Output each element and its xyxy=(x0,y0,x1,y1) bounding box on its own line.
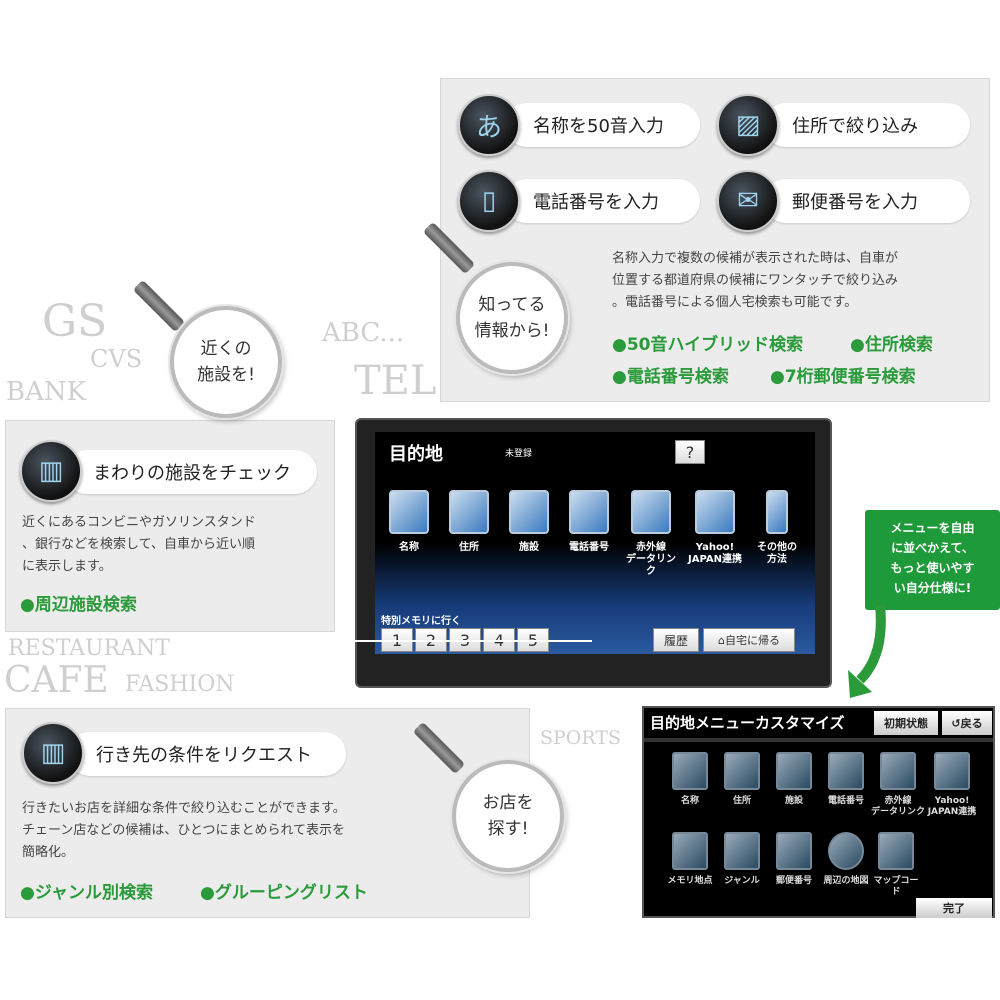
custom-item[interactable]: メモリ地点 xyxy=(664,832,716,887)
custom-item[interactable]: 住所 xyxy=(716,752,768,807)
home-icon: ⌂ xyxy=(718,633,725,647)
kana-icon: あ xyxy=(458,94,520,156)
lens-text: 近くの xyxy=(200,339,252,359)
pill-name-input: 名称を50音入力 xyxy=(505,103,700,147)
destination-screen: 目的地 未登録 ? 名称 住所 施設 電話番号 赤外線 データリンク Yahoo… xyxy=(375,432,815,654)
callout-line: に並べかえて、 xyxy=(891,541,974,555)
screen-subtitle: 未登録 xyxy=(505,449,533,459)
desc-line: 簡略化。 xyxy=(22,845,75,860)
menu-yahoo[interactable]: Yahoo! JAPAN連携 xyxy=(687,490,743,566)
screen-title: 目的地 xyxy=(389,444,443,465)
navigation-unit: 目的地 未登録 ? 名称 住所 施設 電話番号 赤外線 データリンク Yahoo… xyxy=(355,418,832,688)
magnifier-known-info: 知ってる情報から! xyxy=(456,262,568,374)
feature-phone: ●電話番号検索 xyxy=(612,367,729,387)
pointer-line xyxy=(342,640,592,642)
menu-facility[interactable]: 施設 xyxy=(503,490,555,554)
bg-word-cvs: CVS xyxy=(90,345,143,373)
curved-arrow-icon xyxy=(848,604,886,698)
done-button[interactable]: 完了 xyxy=(916,898,992,918)
help-button[interactable]: ? xyxy=(675,440,705,464)
menu-infrared[interactable]: 赤外線 データリンク xyxy=(623,490,679,578)
back-icon: ↺ xyxy=(951,716,961,730)
request-description: 行きたいお店を詳細な条件で絞り込むことができます。 チェーン店などの候補は、ひと… xyxy=(22,798,442,864)
pill-phone: 電話番号を入力 xyxy=(505,179,700,223)
custom-item[interactable]: 施設 xyxy=(768,752,820,807)
desc-line: チェーン店などの候補は、ひとつにまとめられて表示を xyxy=(22,823,346,838)
bg-word-tel: TEL xyxy=(354,358,437,404)
lens-text: 情報から! xyxy=(474,321,550,341)
map-icon: ▨ xyxy=(717,94,779,156)
feature-50on: ●50音ハイブリッド検索 xyxy=(612,335,804,355)
lens-text: お店を xyxy=(482,793,534,813)
custom-item[interactable]: Yahoo! JAPAN連携 xyxy=(924,752,980,818)
custom-item[interactable]: 赤外線 データリンク xyxy=(870,752,926,818)
desc-line: 近くにあるコンビニやガソリンスタンド xyxy=(22,515,256,530)
feature-genre: ●ジャンル別検索 xyxy=(20,883,153,903)
reset-button[interactable]: 初期状態 xyxy=(874,711,938,735)
menu-phone[interactable]: 電話番号 xyxy=(563,490,615,554)
bg-word-bank: BANK xyxy=(6,377,87,407)
back-button[interactable]: ↺戻る xyxy=(942,711,992,735)
top-description: 名称入力で複数の候補が表示された時は、自車が 位置する都道府県の候補にワンタッチ… xyxy=(612,248,982,314)
nearby-description: 近くにあるコンビニやガソリンスタンド 、銀行などを検索して、自車から近い順 に表… xyxy=(22,512,332,578)
feature-postal: ●7桁郵便番号検索 xyxy=(770,367,916,387)
lens-text: 知ってる xyxy=(478,295,546,315)
bg-word-abc: ABC... xyxy=(322,318,405,348)
desc-line: 。電話番号による個人宅検索も可能です。 xyxy=(612,295,858,310)
bg-word-sports: SPORTS xyxy=(540,727,622,749)
pill-nearby: まわりの施設をチェック xyxy=(65,450,317,494)
desc-line: 位置する都道府県の候補にワンタッチで絞り込み xyxy=(612,273,899,288)
genre-icon: ▥ xyxy=(22,722,84,784)
callout-bubble: メニューを自由 に並べかえて、 もっと使いやす い自分仕様に! xyxy=(865,510,1000,610)
custom-item[interactable]: 電話番号 xyxy=(820,752,872,807)
custom-item[interactable]: 郵便番号 xyxy=(768,832,820,887)
custom-item[interactable]: 名称 xyxy=(664,752,716,807)
bg-word-restaurant: RESTAURANT xyxy=(8,636,170,661)
menu-name[interactable]: 名称 xyxy=(383,490,435,554)
buildings-icon: ▥ xyxy=(20,440,82,502)
desc-line: 行きたいお店を詳細な条件で絞り込むことができます。 xyxy=(22,801,346,816)
pill-request: 行き先の条件をリクエスト xyxy=(68,732,346,776)
feature-address: ●住所検索 xyxy=(850,335,933,355)
history-button[interactable]: 履歴 xyxy=(653,628,699,652)
postbox-icon: ✉ xyxy=(717,170,779,232)
lens-text: 施設を! xyxy=(197,365,255,385)
menu-address[interactable]: 住所 xyxy=(443,490,495,554)
custom-item[interactable]: ジャンル xyxy=(716,832,768,887)
callout-line: い自分仕様に! xyxy=(893,581,972,595)
desc-line: に表示します。 xyxy=(22,559,112,574)
memory-label: 特別メモリに行く xyxy=(381,616,461,627)
divider xyxy=(644,738,993,742)
magnifier-shop: お店を探す! xyxy=(452,760,564,872)
menu-customize-screen: 目的地メニューカスタマイズ 初期状態 ↺戻る 名称 住所 施設 電話番号 赤外線… xyxy=(642,706,995,918)
lens-text: 探す! xyxy=(487,819,529,839)
bg-word-gs: GS xyxy=(42,296,108,347)
go-home-button[interactable]: ⌂ 自宅に帰る xyxy=(703,628,795,652)
phone-icon: ▯ xyxy=(458,170,520,232)
callout-line: もっと使いやす xyxy=(890,561,975,575)
magnifier-nearby: 近くの施設を! xyxy=(170,306,282,418)
pill-postal: 郵便番号を入力 xyxy=(764,179,970,223)
custom-item[interactable]: マップコード xyxy=(870,832,922,898)
custom-item[interactable]: 周辺の地図 xyxy=(820,832,872,887)
desc-line: 名称入力で複数の候補が表示された時は、自車が xyxy=(612,251,899,266)
callout-line: メニューを自由 xyxy=(890,521,975,535)
bg-word-cafe: CAFE xyxy=(4,660,109,701)
feature-nearby: ●周辺施設検索 xyxy=(20,595,137,615)
desc-line: 、銀行などを検索して、自車から近い順 xyxy=(22,537,255,552)
bg-word-fashion: FASHION xyxy=(125,672,235,697)
menu-other[interactable]: その他の 方法 xyxy=(751,490,803,566)
pill-address: 住所で絞り込み xyxy=(764,103,970,147)
feature-grouping: ●グルーピングリスト xyxy=(200,883,368,903)
magnifier-handle xyxy=(132,279,186,333)
customize-title: 目的地メニューカスタマイズ xyxy=(650,714,845,732)
